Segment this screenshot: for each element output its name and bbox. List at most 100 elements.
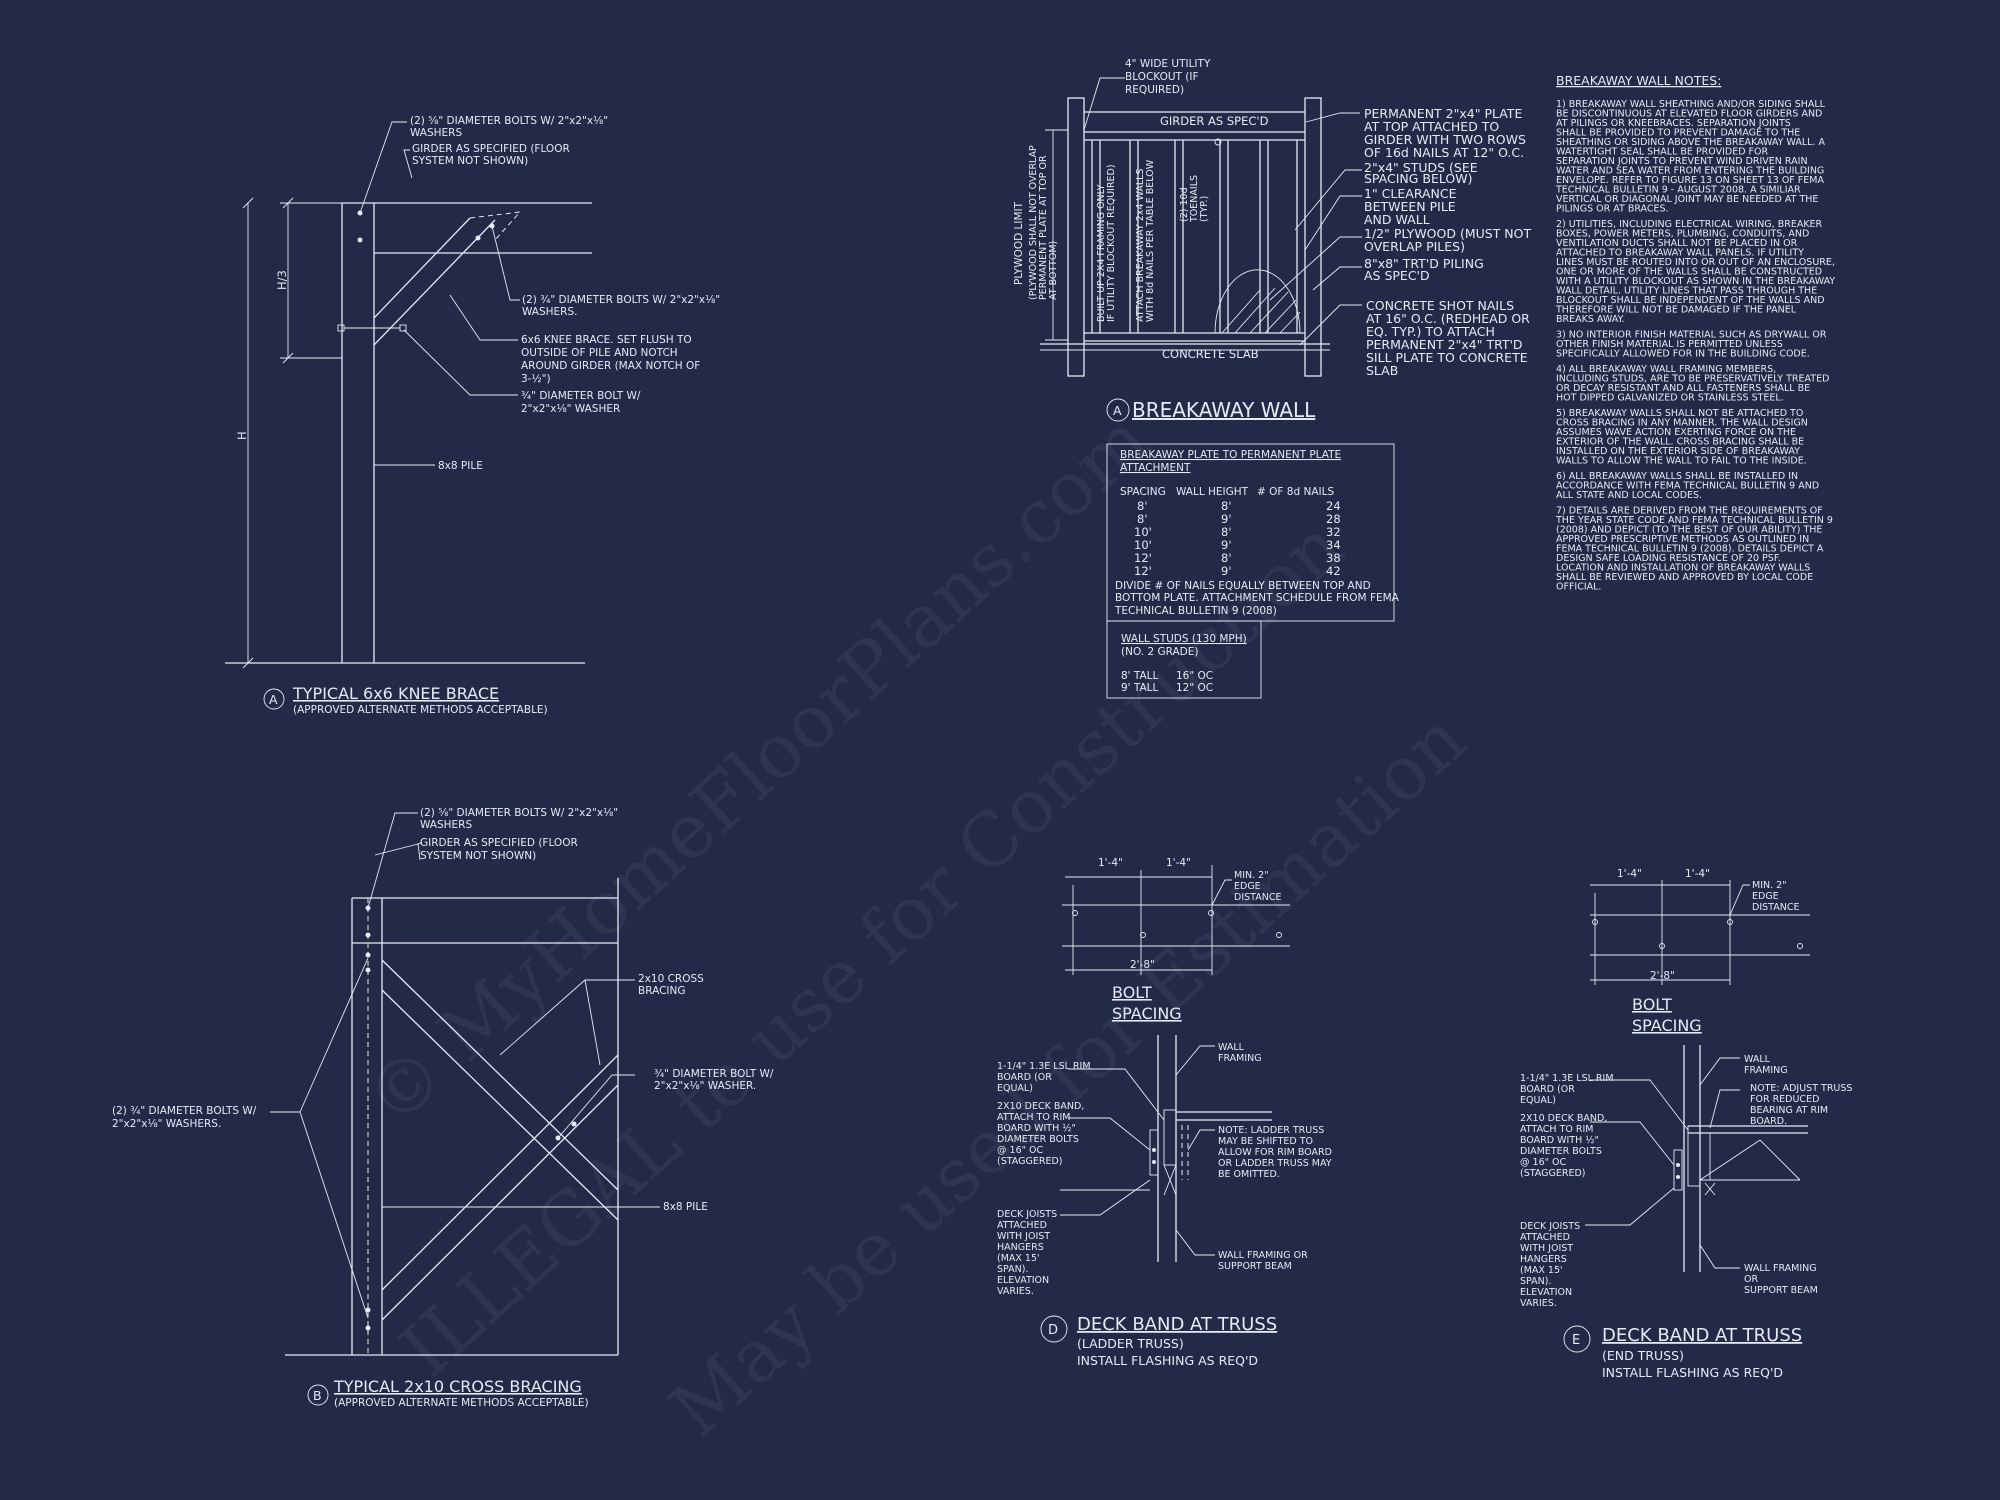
bw-rnote-18: SLAB [1366, 363, 1398, 378]
bw-rnote-16: PERMANENT 2"x4" TRT'D [1366, 337, 1523, 352]
bw-plywood-limit: PLYWOOD LIMIT [1013, 201, 1025, 285]
wall-notes-line: WATER AND SEA WATER FROM ENTERING THE BU… [1556, 166, 1824, 177]
cross-subtitle: (APPROVED ALTERNATE METHODS ACCEPTABLE) [334, 1397, 589, 1409]
knee-note-brace-4: 3-½") [521, 373, 551, 385]
plate-cell: 8' [1221, 551, 1231, 565]
wall-notes-line: THE YEAR STATE CODE AND FEMA TECHNICAL B… [1555, 515, 1833, 526]
wall-notes-line: INCLUDING STUDS, ARE TO BE PRESERVATIVEL… [1556, 374, 1829, 385]
deck-e-left-9: DECK JOISTS [1520, 1221, 1580, 1232]
wall-notes-line: PILINGS OR AT BRACES. [1556, 204, 1669, 215]
knee-title-marker: A [269, 692, 278, 707]
deck-e-sub-1: (END TRUSS) [1602, 1348, 1684, 1363]
deck-band-detail-d: 1-1/4" 1.3E LSL RIM BOARD (OR EQUAL) 2X1… [997, 1035, 1332, 1368]
cross-note-girder-2: SYSTEM NOT SHOWN) [420, 850, 536, 862]
knee-note-brace-1: 6x6 KNEE BRACE. SET FLUSH TO [521, 334, 692, 346]
bolt-d-edge-1: MIN. 2" [1234, 870, 1269, 881]
bw-toenails-2: TOENAILS [1189, 175, 1200, 223]
deck-d-title-marker: D [1048, 1323, 1058, 1338]
knee-note-bolts-1: (2) ⅝" DIAMETER BOLTS W/ 2"x2"x⅛" [410, 115, 608, 127]
plate-cell: 9' [1221, 538, 1231, 552]
cross-note-bolts34-1: (2) ¾" DIAMETER BOLTS W/ [112, 1105, 257, 1117]
bolt-e-dim-total: 2'-8" [1650, 970, 1675, 982]
wall-notes-line: VENTILATION DUCTS SHALL NOT BE PLACED IN… [1556, 238, 1798, 249]
bw-rnote-4: 2"x4" STUDS (SEE [1364, 160, 1478, 175]
bw-title-marker-circle [1106, 398, 1130, 422]
bw-title-marker: A [1113, 403, 1122, 418]
bw-rnote-17: SILL PLATE TO CONCRETE [1366, 350, 1528, 365]
bolt-e-title-1: BOLT [1632, 995, 1672, 1014]
knee-note-girder-1: GIRDER AS SPECIFIED (FLOOR [412, 143, 570, 155]
cross-title-marker: B [313, 1388, 322, 1403]
deck-d-left-2: EQUAL) [997, 1083, 1033, 1094]
deck-band-detail-e: 1-1/4" 1.3E LSL RIM BOARD (OR EQUAL) 2X1… [1520, 1045, 1852, 1380]
knee-note-bolts34-1: (2) ¾" DIAMETER BOLTS W/ 2"x2"x⅛" [522, 294, 720, 306]
wall-notes-line: APPROVED PRESCRIPTIVE METHODS AS OUTLINE… [1556, 534, 1809, 545]
plate-rows: 8' 8' 24 8' 9' 28 10' 8' 32 10' 9' 34 12… [1134, 499, 1341, 578]
bw-plywood-note-3: AT BOTTOM) [1048, 241, 1059, 300]
plate-cell: 8' [1137, 512, 1147, 526]
plate-cell: 34 [1326, 538, 1341, 552]
bw-rnote-5: SPACING BELOW) [1364, 171, 1473, 186]
wall-notes-line: (2008) AND DEPICT (TO THE BEST OF OUR AB… [1556, 525, 1822, 536]
deck-d-right-5: OR LADDER TRUSS MAY [1218, 1158, 1332, 1169]
bw-rnote-14: AT 16" O.C. (REDHEAD OR [1366, 311, 1530, 326]
bolt-d-title-2: SPACING [1112, 1004, 1182, 1023]
deck-e-left-16: VARIES. [1520, 1298, 1557, 1309]
deck-e-left-15: ELEVATION [1520, 1287, 1572, 1298]
bw-rnote-7: BETWEEN PILE [1364, 199, 1456, 214]
bw-rnote-3: OF 16d NAILS AT 12" O.C. [1364, 145, 1524, 160]
plate-cell: 24 [1326, 499, 1341, 513]
deck-d-right-8: SUPPORT BEAM [1218, 1261, 1292, 1272]
bw-note-blockout-2: BLOCKOUT (IF [1125, 71, 1199, 83]
bw-built-up-1: BUILT UP 2X4 FRAMING ONLY [1096, 184, 1107, 322]
plate-cell: 10' [1134, 525, 1152, 539]
deck-e-left-0: 1-1/4" 1.3E LSL RIM [1520, 1073, 1614, 1084]
knee-brace-detail: H/3 H (2) ⅝" DIAMETER BOLTS W/ 2"x2"x⅛" … [225, 115, 720, 716]
bw-rnote-2: GIRDER WITH TWO ROWS [1364, 132, 1526, 147]
deck-d-left-1: BOARD (OR [997, 1072, 1052, 1083]
plate-cell: 9' [1221, 564, 1231, 578]
wall-notes-line: CROSS BRACING IN ANY MANNER. THE WALL DE… [1556, 418, 1808, 429]
wall-notes-line: BLOCKOUT SHALL BE INDEPENDENT OF THE WAL… [1556, 295, 1825, 306]
wall-notes-line: WALLS TO ALLOW THE WALL TO FAIL TO THE I… [1556, 456, 1807, 467]
deck-e-right-7: OR [1744, 1274, 1758, 1285]
bw-attach-1: ATTACH BREAKAWAY 2x4 WALLS [1135, 169, 1146, 322]
bw-title: BREAKAWAY WALL [1132, 398, 1316, 422]
knee-title-marker-circle [263, 688, 285, 710]
bolt-e-edge-1: MIN. 2" [1752, 880, 1787, 891]
dim-h-label: H [235, 431, 249, 440]
wall-notes-line: TECHNICAL BULLETIN 9 - AUGUST 2008. A SI… [1555, 185, 1801, 196]
deck-e-right-6: WALL FRAMING [1744, 1263, 1817, 1274]
plate-attachment-table: BREAKAWAY PLATE TO PERMANENT PLATE ATTAC… [1106, 443, 1400, 622]
wall-notes-line: BE DISCONTINUOUS AT ELEVATED FLOOR GIRDE… [1556, 109, 1822, 120]
wall-notes-line: ONE OR MORE OF THE WALLS SHALL BE CONSTR… [1556, 267, 1822, 278]
wall-notes-line: INSTALLED ON THE EXTERIOR SIDE OF BREAKA… [1556, 446, 1800, 457]
bolt-d-dim-2: 1'-4" [1166, 857, 1191, 869]
studs-title: WALL STUDS (130 MPH) [1121, 633, 1247, 645]
bolt-e-edge-2: EDGE [1752, 891, 1779, 902]
studs-cell: 16" OC [1176, 670, 1213, 682]
deck-e-title-marker: E [1572, 1333, 1580, 1348]
cross-note-bolt-2: 2"x2"x⅛" WASHER. [654, 1080, 756, 1092]
plate-header-nails: # OF 8d NAILS [1257, 486, 1334, 498]
plate-cell: 32 [1326, 525, 1341, 539]
bolt-spacing-e: 1'-4" 1'-4" 2'-8" MIN. 2" EDGE DISTANCE … [1590, 868, 1810, 1035]
deck-d-left-5: BOARD WITH ½" [997, 1123, 1076, 1134]
deck-e-left-6: DIAMETER BOLTS [1520, 1146, 1602, 1157]
deck-e-sub-2: INSTALL FLASHING AS REQ'D [1602, 1365, 1783, 1380]
deck-d-left-12: HANGERS [997, 1242, 1044, 1253]
plate-cell: 28 [1326, 512, 1341, 526]
deck-d-sub-2: INSTALL FLASHING AS REQ'D [1077, 1353, 1258, 1368]
deck-e-left-5: BOARD WITH ½" [1520, 1135, 1599, 1146]
deck-d-left-8: (STAGGERED) [997, 1156, 1062, 1167]
deck-d-right-0: WALL [1218, 1042, 1245, 1053]
watermark: © MyHomeFloorPlans.com ILLEGAL to use fo… [349, 397, 1482, 1454]
bw-rnote-8: AND WALL [1364, 212, 1430, 227]
deck-d-left-13: (MAX 15' [997, 1253, 1040, 1264]
plate-cell: 8' [1221, 525, 1231, 539]
cross-note-girder-1: GIRDER AS SPECIFIED (FLOOR [420, 837, 578, 849]
wall-notes-line: OFFICIAL. [1556, 582, 1601, 593]
wall-notes-line: HOT DIPPED GALVANIZED OR STAINLESS STEEL… [1556, 393, 1784, 404]
wall-notes-line: 6) ALL BREAKAWAY WALLS SHALL BE INSTALLE… [1556, 471, 1798, 482]
deck-e-left-3: 2X10 DECK BAND, [1520, 1113, 1607, 1124]
